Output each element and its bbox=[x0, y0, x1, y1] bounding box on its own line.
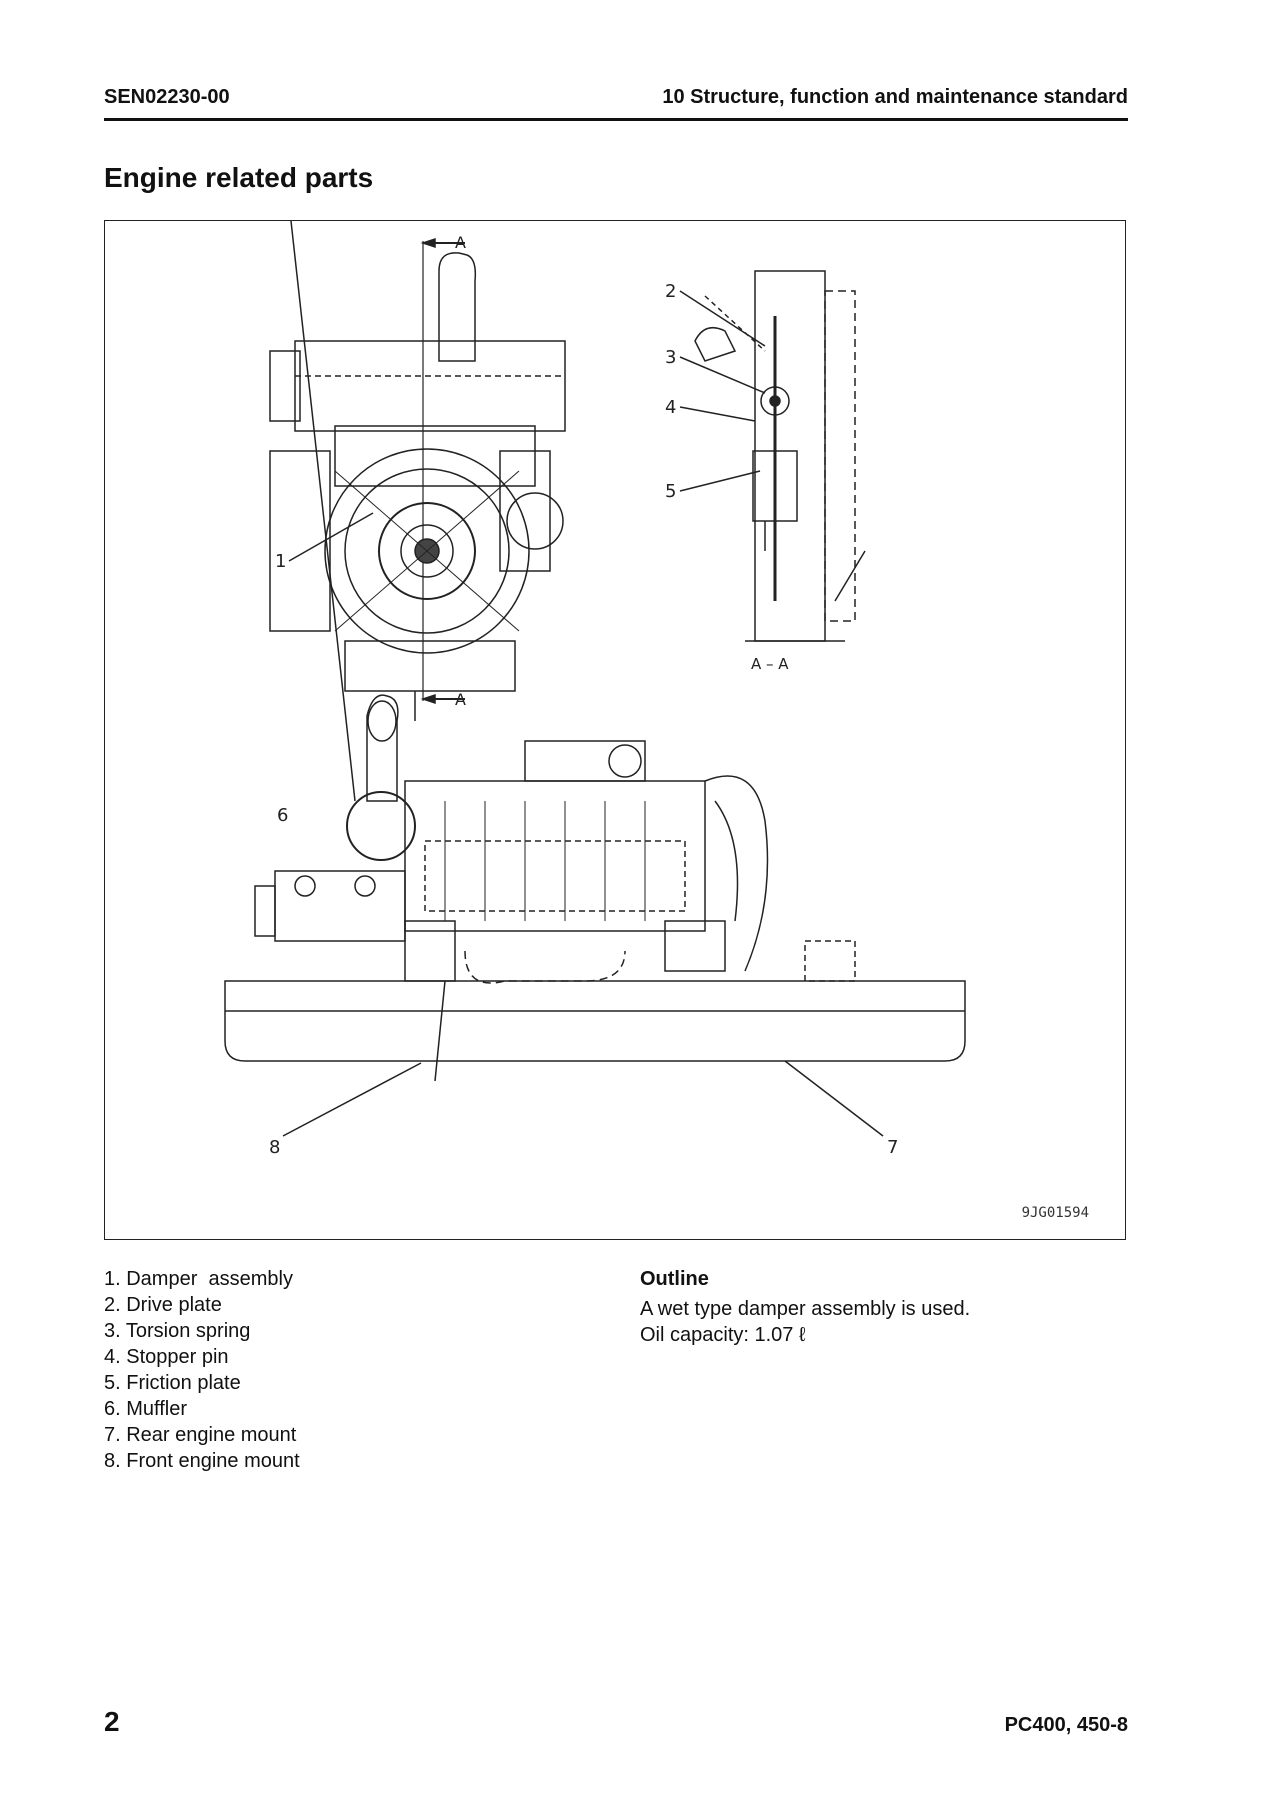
section-view-label: A – A bbox=[751, 655, 789, 673]
callout-4: 4 bbox=[665, 397, 676, 418]
part-item: 7. Rear engine mount bbox=[104, 1424, 297, 1446]
header-rule bbox=[104, 118, 1128, 121]
page-number: 2 bbox=[104, 1706, 120, 1737]
front-view bbox=[269, 237, 566, 721]
document-code: SEN02230-00 bbox=[104, 86, 230, 108]
section-a-bottom-label: A bbox=[455, 690, 466, 709]
callout-4-leader bbox=[679, 406, 756, 422]
callout-5: 5 bbox=[665, 481, 676, 502]
callout-8: 8 bbox=[269, 1137, 280, 1158]
outline-line: Oil capacity: 1.07 ℓ bbox=[640, 1324, 806, 1346]
callout-6-leader bbox=[290, 221, 356, 802]
section-title: 10 Structure, function and maintenance s… bbox=[662, 86, 1128, 108]
side-view bbox=[224, 694, 966, 1082]
parts-list: 1. Damper assembly 2. Drive plate 3. Tor… bbox=[104, 1266, 300, 1474]
outline-section: Outline A wet type damper assembly is us… bbox=[640, 1266, 970, 1348]
part-item: 6. Muffler bbox=[104, 1398, 187, 1420]
part-item: 5. Friction plate bbox=[104, 1372, 241, 1394]
engine-technical-drawing: A A 1 A – A 2 3 4 5 bbox=[224, 221, 966, 1158]
callout-2: 2 bbox=[665, 281, 676, 302]
callout-2-leader bbox=[679, 290, 766, 347]
part-item: 3. Torsion spring bbox=[104, 1320, 251, 1342]
callout-5-leader bbox=[679, 470, 761, 492]
outline-line: A wet type damper assembly is used. bbox=[640, 1298, 971, 1320]
outline-heading: Outline bbox=[640, 1268, 709, 1290]
callout-7: 7 bbox=[887, 1137, 898, 1158]
part-item: 4. Stopper pin bbox=[104, 1346, 229, 1368]
part-item: 8. Front engine mount bbox=[104, 1450, 300, 1472]
callout-3: 3 bbox=[665, 347, 676, 368]
callout-3-leader bbox=[679, 356, 766, 394]
callout-8-leader bbox=[282, 1062, 422, 1137]
section-a-top-label: A bbox=[455, 233, 466, 252]
page-title: Engine related parts bbox=[104, 162, 374, 193]
part-item: 1. Damper assembly bbox=[104, 1268, 293, 1290]
section-a-a-view bbox=[694, 270, 866, 642]
callout-6: 6 bbox=[277, 805, 288, 826]
model-number: PC400, 450-8 bbox=[1004, 1714, 1128, 1736]
callout-1-leader bbox=[288, 512, 374, 562]
engine-drawing-figure: A A 1 A – A 2 3 4 5 bbox=[104, 220, 1126, 1240]
figure-code: 9JG01594 bbox=[1021, 1205, 1089, 1221]
callout-7-leader bbox=[784, 1060, 884, 1137]
part-item: 2. Drive plate bbox=[104, 1294, 222, 1316]
callout-1: 1 bbox=[275, 551, 286, 572]
